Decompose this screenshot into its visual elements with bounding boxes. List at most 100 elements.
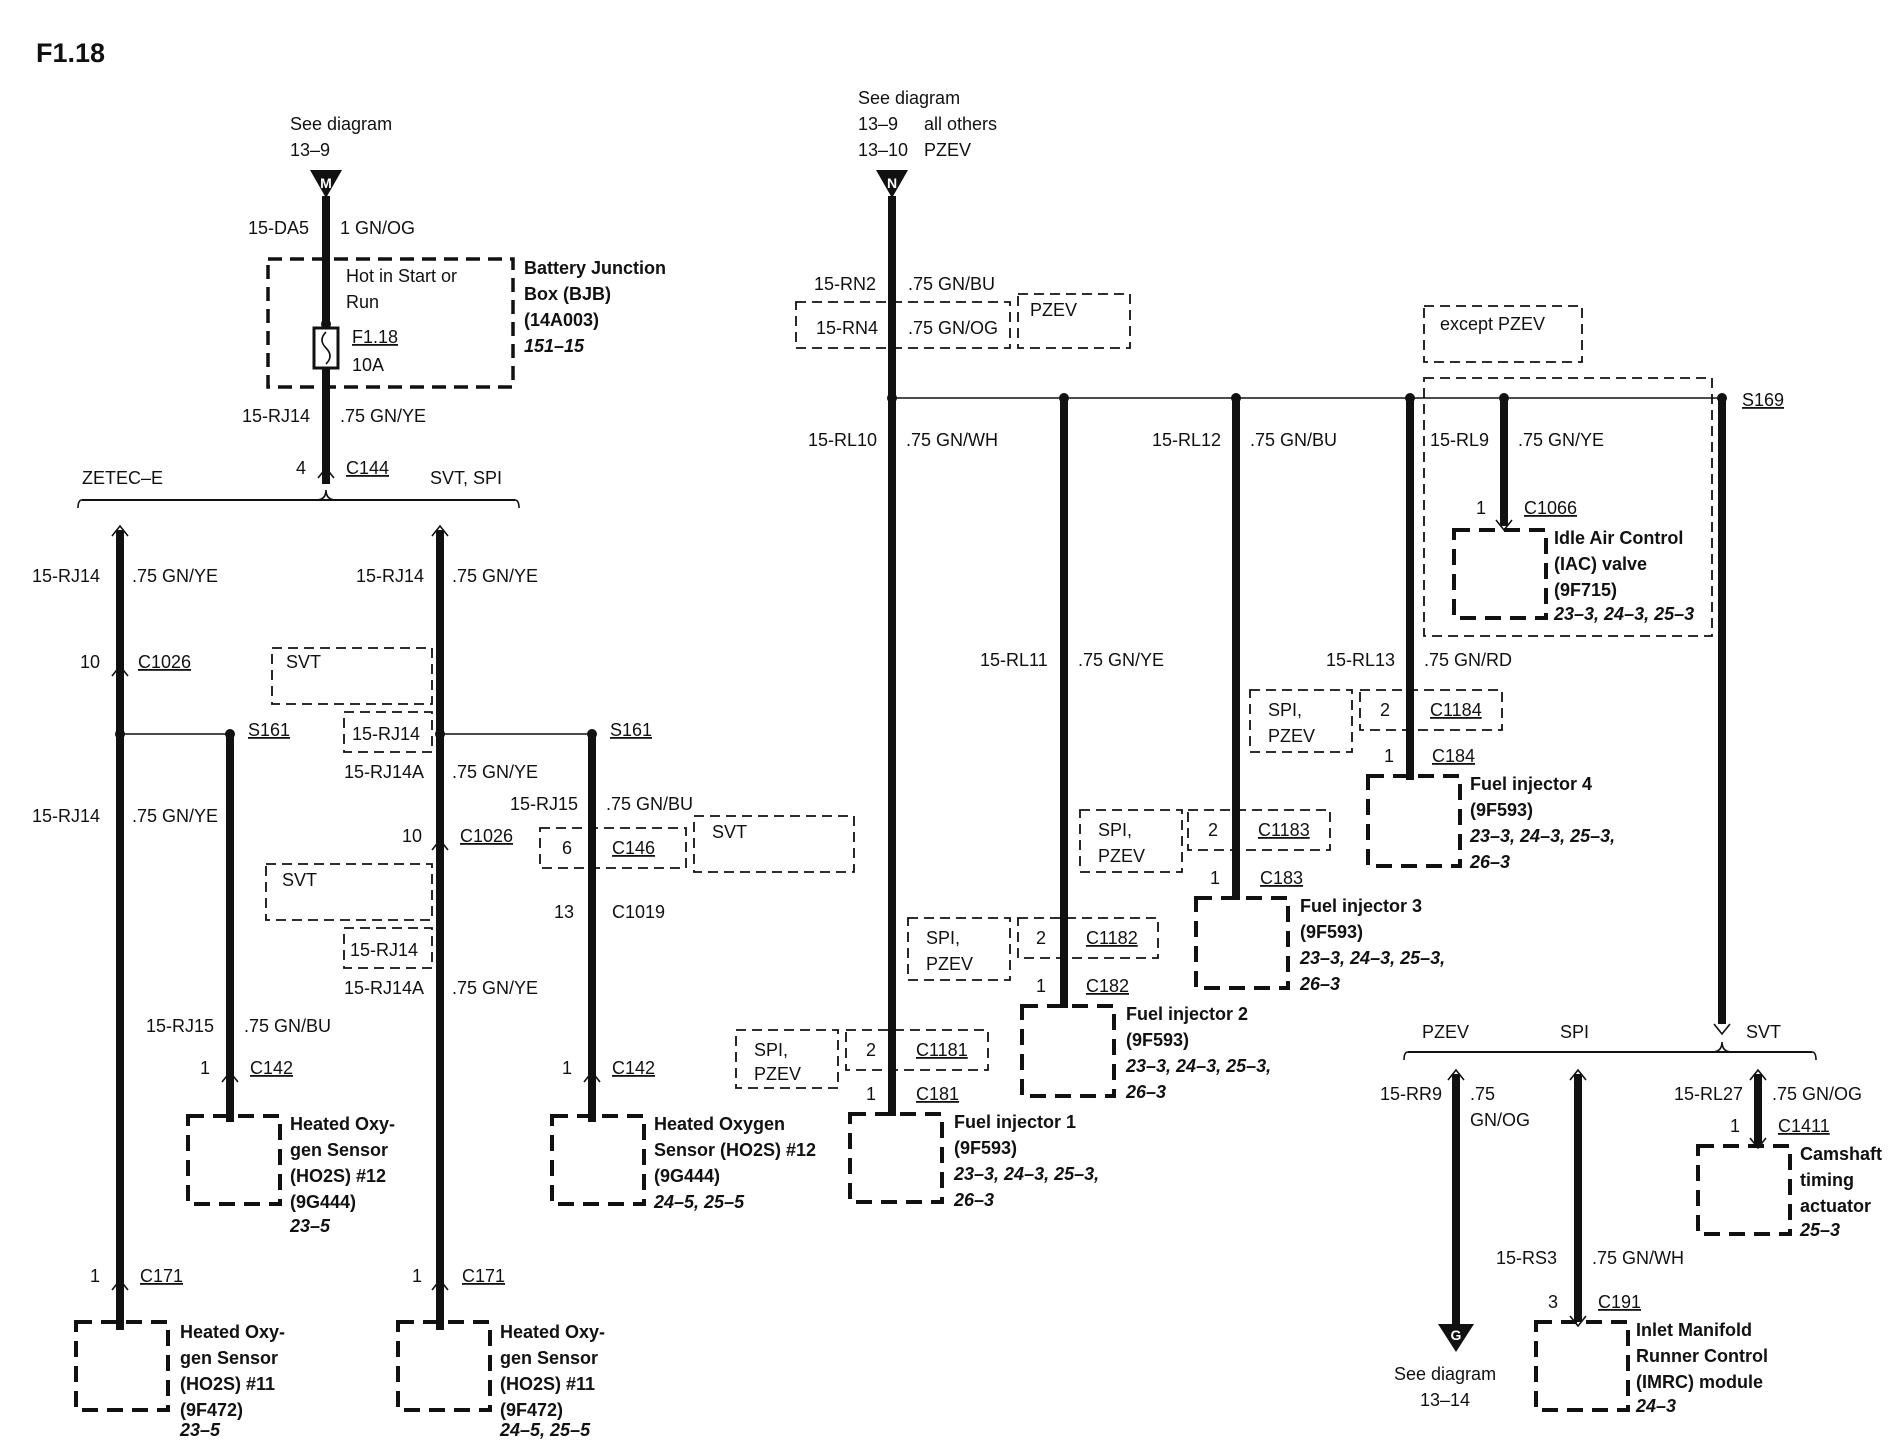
wire-label: 15-RS3 [1496, 1248, 1557, 1268]
source-letter: N [887, 175, 897, 191]
component-ref: 23–3, 24–3, 25–3, [1299, 948, 1445, 968]
variant-box-spi-pzev [907, 917, 1011, 981]
hot-label: Hot in Start or [346, 266, 457, 286]
component-label: Runner Control [1636, 1346, 1768, 1366]
wire-color: .75 GN/BU [1250, 430, 1337, 450]
pin-number: 2 [1208, 820, 1218, 840]
see-diagram-note: all others [924, 114, 997, 134]
connector-chevron-icon [583, 1070, 601, 1083]
bus-drop-arrow-icon [431, 524, 449, 537]
bus-drop-arrow-icon [1749, 1068, 1767, 1081]
component-label: Heated Oxy- [290, 1114, 395, 1134]
pin-number: 3 [1548, 1292, 1558, 1312]
connector-c181: C181 [916, 1084, 959, 1104]
connector-box-c1182 [1017, 917, 1159, 959]
wire-label: 15-DA5 [248, 218, 309, 238]
wire-label: 15-RL9 [1430, 430, 1489, 450]
variant-spi: SPI, [1268, 700, 1302, 720]
component-label: (9F715) [1554, 580, 1617, 600]
wire-label: 15-RL10 [808, 430, 877, 450]
component-label: Heated Oxy- [500, 1322, 605, 1342]
connector-c1184: C1184 [1430, 700, 1482, 720]
wire-label: 15-RJ14 [350, 940, 418, 960]
variant-spi: SPI, [1098, 820, 1132, 840]
component-label: timing [1800, 1170, 1854, 1190]
ho2s-11-zetec [74, 1320, 170, 1412]
component-label: (HO2S) #11 [500, 1374, 595, 1394]
component-ref: 23–5 [179, 1420, 221, 1440]
wire-color: .75 [1470, 1084, 1495, 1104]
component-label: (IMRC) module [1636, 1372, 1763, 1392]
component-label: (9G444) [654, 1166, 720, 1186]
component-ref: 24–3 [1635, 1396, 1676, 1416]
component-label: gen Sensor [500, 1348, 598, 1368]
wire-color: .75 GN/OG [1772, 1084, 1862, 1104]
component-ref: 23–3, 24–3, 25–3 [1553, 604, 1694, 624]
ho2s-12-svt-spi [550, 1114, 646, 1206]
wire-color: .75 GN/BU [244, 1016, 331, 1036]
connector-chevron-icon [1713, 1023, 1731, 1036]
pin-number: 1 [1036, 976, 1046, 996]
wire-color: .75 GN/BU [606, 794, 693, 814]
wire-color: .75 GN/YE [340, 406, 426, 426]
connector-chevron-icon [111, 664, 129, 677]
connector-c171: C171 [462, 1266, 505, 1286]
wire-label: 15-RJ15 [510, 794, 578, 814]
variant-except-pzev: except PZEV [1440, 314, 1545, 334]
component-label: Fuel injector 4 [1470, 774, 1592, 794]
component-label: actuator [1800, 1196, 1871, 1216]
connector-box-c1181 [845, 1029, 989, 1071]
component-ref: 23–3, 24–3, 25–3, [1469, 826, 1615, 846]
wire-color: .75 GN/YE [452, 566, 538, 586]
variant-pzev: PZEV [754, 1064, 801, 1084]
variant-box-spi-pzev [735, 1029, 839, 1089]
pin-number: 2 [866, 1040, 876, 1060]
component-ref: 23–3, 24–3, 25–3, [1125, 1056, 1271, 1076]
variant-svt: SVT [282, 870, 317, 890]
bjb-ref: 151–15 [524, 336, 585, 356]
see-diagram-ref: 13–14 [1420, 1390, 1470, 1410]
fuse-id: F1.18 [352, 327, 398, 347]
see-diagram-label: See diagram [1394, 1364, 1496, 1384]
wire-color: .75 GN/YE [452, 762, 538, 782]
battery-junction-box [266, 257, 515, 389]
connector-c1019: C1019 [612, 902, 665, 922]
variant-box-spi-pzev [1079, 809, 1183, 873]
imrc-module [1534, 1320, 1630, 1412]
wire-label: 15-RL13 [1326, 650, 1395, 670]
connector-c142: C142 [250, 1058, 293, 1078]
pin-number: 1 [90, 1266, 100, 1286]
pin-number: 1 [412, 1266, 422, 1286]
pin-number: 1 [1730, 1116, 1740, 1136]
wire-label: 15-RJ14A [344, 978, 424, 998]
variant-spi: SPI [1560, 1022, 1589, 1042]
wire-label: 15-RJ14 [32, 566, 100, 586]
pin-number: 2 [1036, 928, 1046, 948]
component-label: (9G444) [290, 1192, 356, 1212]
pin-number: 1 [1476, 498, 1486, 518]
wire-label: 15-RL27 [1674, 1084, 1743, 1104]
wire-color: .75 GN/WH [1592, 1248, 1684, 1268]
component-label: Idle Air Control [1554, 528, 1683, 548]
connector-c1411: C1411 [1778, 1116, 1830, 1136]
wire-label: 15-RL11 [980, 650, 1048, 670]
connector-c171: C171 [140, 1266, 183, 1286]
pin-number: 4 [296, 458, 306, 478]
fuse-element-icon [321, 331, 331, 365]
connector-c146: C146 [612, 838, 655, 858]
connector-triangle-icon [876, 170, 908, 198]
fuel-injector-2 [1020, 1004, 1116, 1098]
pin-number: 10 [402, 826, 422, 846]
variant-spi: SPI, [926, 928, 960, 948]
pin-number: 1 [200, 1058, 210, 1078]
variant-spi: SPI, [754, 1040, 788, 1060]
wire-color: .75 GN/YE [132, 806, 218, 826]
connector-c1181: C1181 [916, 1040, 968, 1060]
component-label: (9F472) [180, 1400, 243, 1420]
wire-label: 15-RJ14 [356, 566, 424, 586]
variant-pzev: PZEV [926, 954, 973, 974]
variant-pzev: PZEV [1268, 726, 1315, 746]
pin-number: 1 [562, 1058, 572, 1078]
bjb-name: Battery Junction [524, 258, 666, 278]
component-label: (9F593) [1300, 922, 1363, 942]
